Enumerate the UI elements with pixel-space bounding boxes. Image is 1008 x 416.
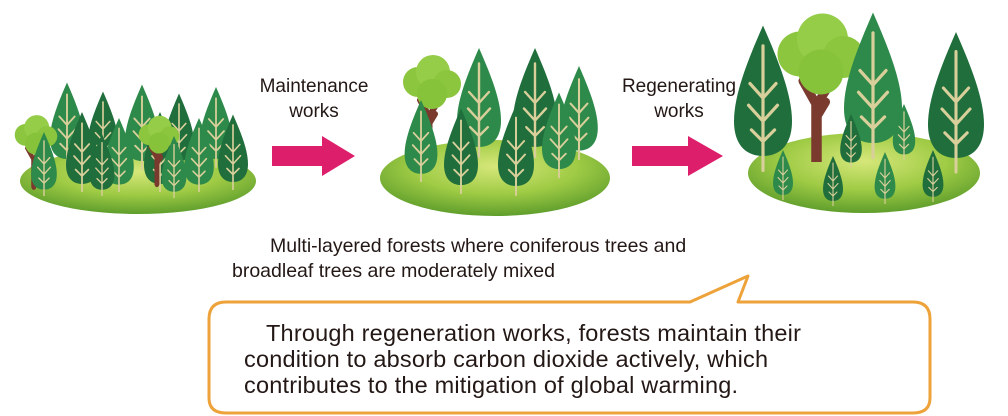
ground-patch-3 (748, 133, 980, 213)
callout-bubble (207, 274, 932, 415)
callout-text: Through regeneration works, forests main… (244, 320, 924, 398)
callout-line3: contributes to the mitigation of global … (244, 372, 739, 398)
forest-thinned (380, 48, 610, 216)
callout-line1: Through regeneration works, forests main… (266, 320, 802, 346)
maintenance-works-label: Maintenance works (236, 74, 392, 124)
callout-line2: condition to absorb carbon dioxide activ… (244, 346, 769, 372)
forest-dense (15, 82, 256, 214)
forest-caption: Multi-layered forests where coniferous t… (232, 234, 792, 284)
regenerating-label-line1: Regenerating (621, 76, 737, 97)
maintenance-label-line2: works (289, 101, 339, 122)
maintenance-label-line1: Maintenance (259, 76, 369, 97)
regenerating-label-line2: works (654, 101, 704, 122)
regenerating-works-label: Regenerating works (604, 74, 754, 124)
arrow-regenerating (632, 136, 723, 176)
caption-line1: Multi-layered forests where coniferous t… (270, 235, 687, 257)
arrow-maintenance (272, 136, 355, 176)
forest-multilayered (734, 10, 984, 213)
caption-line2: broadleaf trees are moderately mixed (232, 260, 555, 282)
